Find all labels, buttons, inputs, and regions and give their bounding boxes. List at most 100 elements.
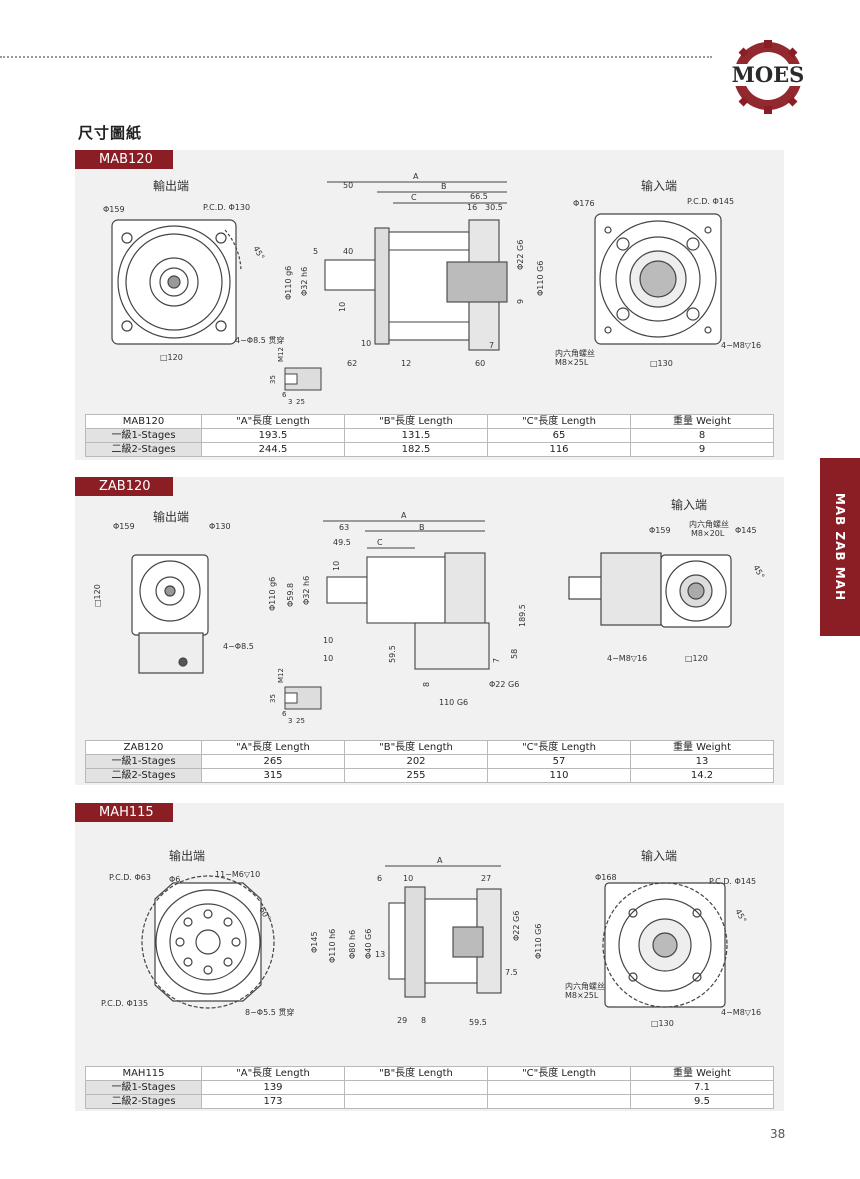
mab120-side-view [324,181,508,351]
svg-text:10: 10 [338,302,347,312]
svg-text:输入端: 输入端 [671,497,707,512]
svg-text:10: 10 [361,339,371,348]
svg-text:16: 16 [467,203,477,212]
svg-text:Φ110 h6: Φ110 h6 [328,929,337,963]
section-mab120-tag: MAB120 [75,150,173,169]
table-header-row: MAH115 "A"長度 Length"B"長度 Length"C"長度 Len… [85,1066,774,1081]
zab120-front-view [131,554,209,674]
mab120-drawing: 輸出端 Φ159 P.C.D. Φ130 45° 4−Φ8.5 贯穿 □120 … [103,172,761,406]
svg-text:13: 13 [375,950,385,959]
svg-text:P.C.D. Φ145: P.C.D. Φ145 [687,197,734,206]
svg-text:189.5: 189.5 [518,604,527,627]
svg-text:4−Φ8.5: 4−Φ8.5 [223,642,254,651]
svg-text:3: 3 [288,717,292,725]
svg-text:50: 50 [343,181,353,190]
svg-text:P.C.D. Φ63: P.C.D. Φ63 [109,873,151,882]
svg-text:C: C [411,193,417,202]
page-number: 38 [770,1127,786,1141]
svg-text:7.5: 7.5 [505,968,518,977]
section-mah115-tag: MAH115 [75,803,173,822]
side-category-tab: MAB ZAB MAH [820,458,860,636]
svg-text:12: 12 [401,359,411,368]
svg-text:4−M8▽16: 4−M8▽16 [721,1008,761,1017]
table-header-row: ZAB120 "A"長度 Length"B"長度 Length"C"長度 Len… [85,740,774,755]
svg-text:Φ32 h6: Φ32 h6 [300,267,309,296]
svg-text:10: 10 [332,561,341,571]
svg-text:10: 10 [403,874,413,883]
header-dotted-rule [0,56,712,58]
svg-text:A: A [437,856,443,865]
svg-text:P.C.D. Φ130: P.C.D. Φ130 [203,203,250,212]
moes-logo: MOES [728,40,808,116]
svg-text:□130: □130 [650,359,673,368]
svg-text:内六角螺丝: 内六角螺丝 [555,348,595,358]
svg-text:9: 9 [516,299,525,304]
svg-text:62: 62 [347,359,357,368]
svg-text:45°: 45° [751,564,766,581]
mab120-rear-view [594,213,722,345]
svg-text:40: 40 [343,247,353,256]
svg-text:M12: M12 [277,347,285,362]
mab120-key-detail [284,367,322,391]
svg-text:MOES: MOES [732,62,805,87]
svg-text:Φ110 G6: Φ110 G6 [534,924,543,959]
svg-text:□130: □130 [651,1019,674,1028]
svg-text:Φ40 G6: Φ40 G6 [364,929,373,959]
svg-text:7: 7 [489,341,494,350]
svg-text:A: A [401,511,407,520]
zab120-rear-view [568,552,732,628]
svg-text:□120: □120 [160,353,183,362]
svg-text:4−M8▽16: 4−M8▽16 [721,341,761,350]
svg-text:Φ176: Φ176 [573,199,595,208]
mah115-side-view [385,865,502,998]
svg-text:Φ59.8: Φ59.8 [286,583,295,607]
svg-text:Φ110 g6: Φ110 g6 [268,577,277,611]
svg-text:29: 29 [397,1016,407,1025]
svg-text:58: 58 [510,649,519,659]
svg-text:45°: 45° [251,245,266,262]
svg-text:10: 10 [323,636,333,645]
svg-text:8−Φ5.5 贯穿: 8−Φ5.5 贯穿 [245,1007,294,1017]
mah115-spec-table: MAH115 "A"長度 Length"B"長度 Length"C"長度 Len… [85,1066,774,1109]
svg-text:Φ145: Φ145 [735,526,757,535]
svg-text:6: 6 [377,874,382,883]
svg-text:Φ22 G6: Φ22 G6 [512,911,521,941]
svg-text:输入端: 输入端 [641,848,677,863]
svg-text:11−M6▽10: 11−M6▽10 [215,870,260,879]
page-heading: 尺寸圖紙 [78,124,143,142]
svg-text:30.5: 30.5 [485,203,503,212]
svg-text:59.5: 59.5 [388,645,397,663]
svg-text:110 G6: 110 G6 [439,698,468,707]
zab120-spec-table: ZAB120 "A"長度 Length"B"長度 Length"C"長度 Len… [85,740,774,783]
svg-text:P.C.D. Φ145: P.C.D. Φ145 [709,877,756,886]
svg-text:内六角螺丝: 内六角螺丝 [689,519,729,529]
mab120-output-label: 輸出端 [153,178,189,193]
zab120-key-detail [284,686,322,710]
svg-text:35: 35 [269,694,277,703]
svg-text:M8×20L: M8×20L [691,529,725,538]
svg-text:□120: □120 [685,654,708,663]
svg-text:C: C [377,538,383,547]
svg-text:Φ22 G6: Φ22 G6 [489,680,519,689]
svg-text:Φ32 h6: Φ32 h6 [302,576,311,605]
svg-text:B: B [419,523,425,532]
svg-text:49.5: 49.5 [333,538,351,547]
svg-text:4−M8▽16: 4−M8▽16 [607,654,647,663]
svg-text:59.5: 59.5 [469,1018,487,1027]
svg-text:Φ130: Φ130 [209,522,231,531]
svg-text:7: 7 [492,658,501,663]
svg-text:输出端: 输出端 [153,509,189,524]
svg-text:25: 25 [296,398,305,406]
svg-text:Φ80 h6: Φ80 h6 [348,930,357,959]
svg-text:M8×25L: M8×25L [565,991,599,1000]
zab120-side-view [323,520,490,670]
svg-text:66.5: 66.5 [470,192,488,201]
svg-text:输出端: 输出端 [169,848,205,863]
table-header-row: MAB120 "A"長度 Length"B"長度 Length"C"長度 Len… [85,414,774,429]
mab120-input-label: 输入端 [641,178,677,193]
svg-text:Φ6: Φ6 [169,875,180,884]
